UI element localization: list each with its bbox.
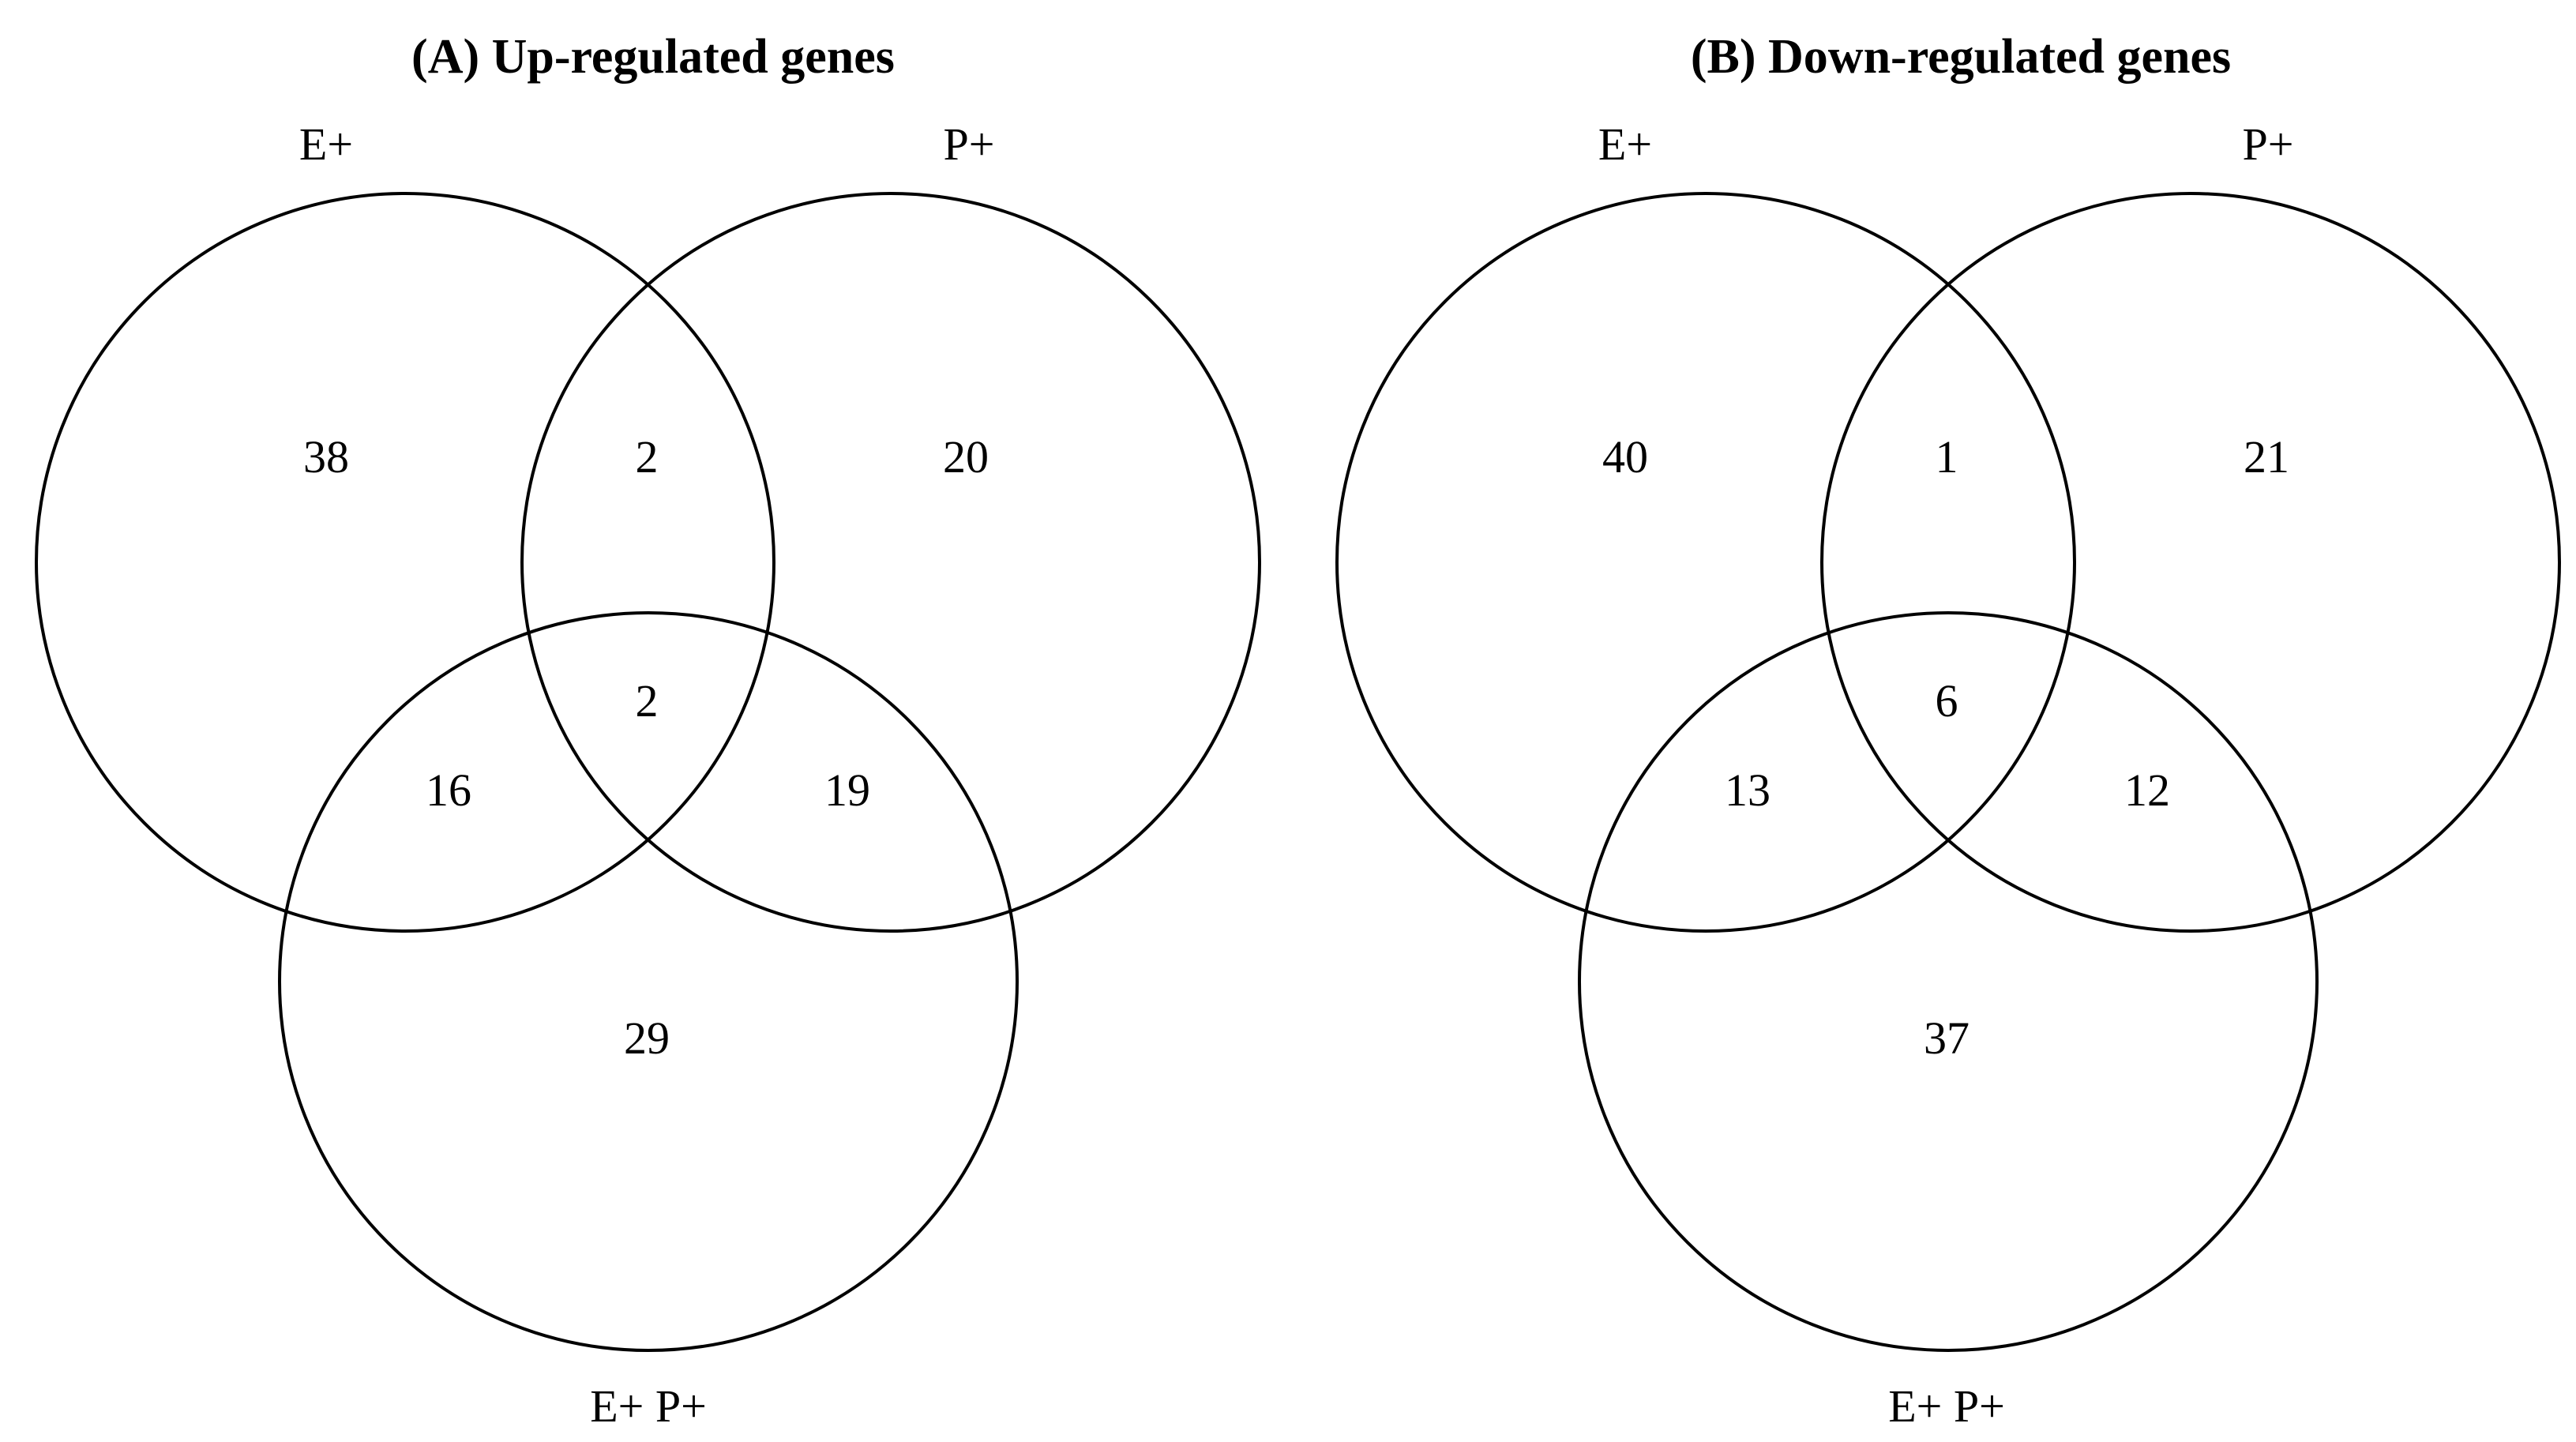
panel-a-count-e-ep: 16 — [426, 764, 471, 816]
panel-a-count-all: 2 — [636, 675, 659, 727]
panel-a-count-e-only: 38 — [303, 431, 349, 483]
panel-b-count-ep-only: 37 — [1924, 1012, 1970, 1064]
panel-b-title: (B) Down-regulated genes — [1691, 30, 2231, 84]
panel-a: (A) Up-regulated genes E+ P+ E+ P+ 38 2 … — [35, 30, 1261, 1432]
panel-a-count-ep-only: 29 — [624, 1012, 670, 1064]
panel-a-count-p-only: 20 — [943, 431, 989, 483]
panel-a-title: (A) Up-regulated genes — [411, 30, 895, 84]
panel-b-count-e-only: 40 — [1602, 431, 1648, 483]
panel-a-label-e: E+ — [299, 118, 353, 170]
panel-b-count-p-only: 21 — [2244, 431, 2289, 483]
panel-a-count-e-p: 2 — [636, 431, 659, 483]
panel-b-circle-e — [1335, 192, 2076, 933]
panel-a-circle-ep — [278, 611, 1019, 1352]
panel-b-label-ep: E+ P+ — [1888, 1380, 2005, 1432]
panel-b-circle-p — [1820, 192, 2561, 933]
panel-b-count-all: 6 — [1936, 675, 1958, 727]
panel-b-count-p-ep: 12 — [2124, 764, 2170, 816]
panel-a-count-p-ep: 19 — [824, 764, 870, 816]
panel-a-label-ep: E+ P+ — [590, 1380, 707, 1432]
panel-b: (B) Down-regulated genes E+ P+ E+ P+ 40 … — [1335, 30, 2561, 1432]
panel-b-count-e-p: 1 — [1936, 431, 1958, 483]
panel-a-label-p: P+ — [944, 118, 995, 170]
panel-a-circle-e — [35, 192, 775, 933]
panel-b-label-p: P+ — [2243, 118, 2294, 170]
panel-b-label-e: E+ — [1598, 118, 1652, 170]
panel-b-count-e-ep: 13 — [1725, 764, 1771, 816]
panel-a-circle-p — [520, 192, 1261, 933]
panel-b-circle-ep — [1578, 611, 2319, 1352]
